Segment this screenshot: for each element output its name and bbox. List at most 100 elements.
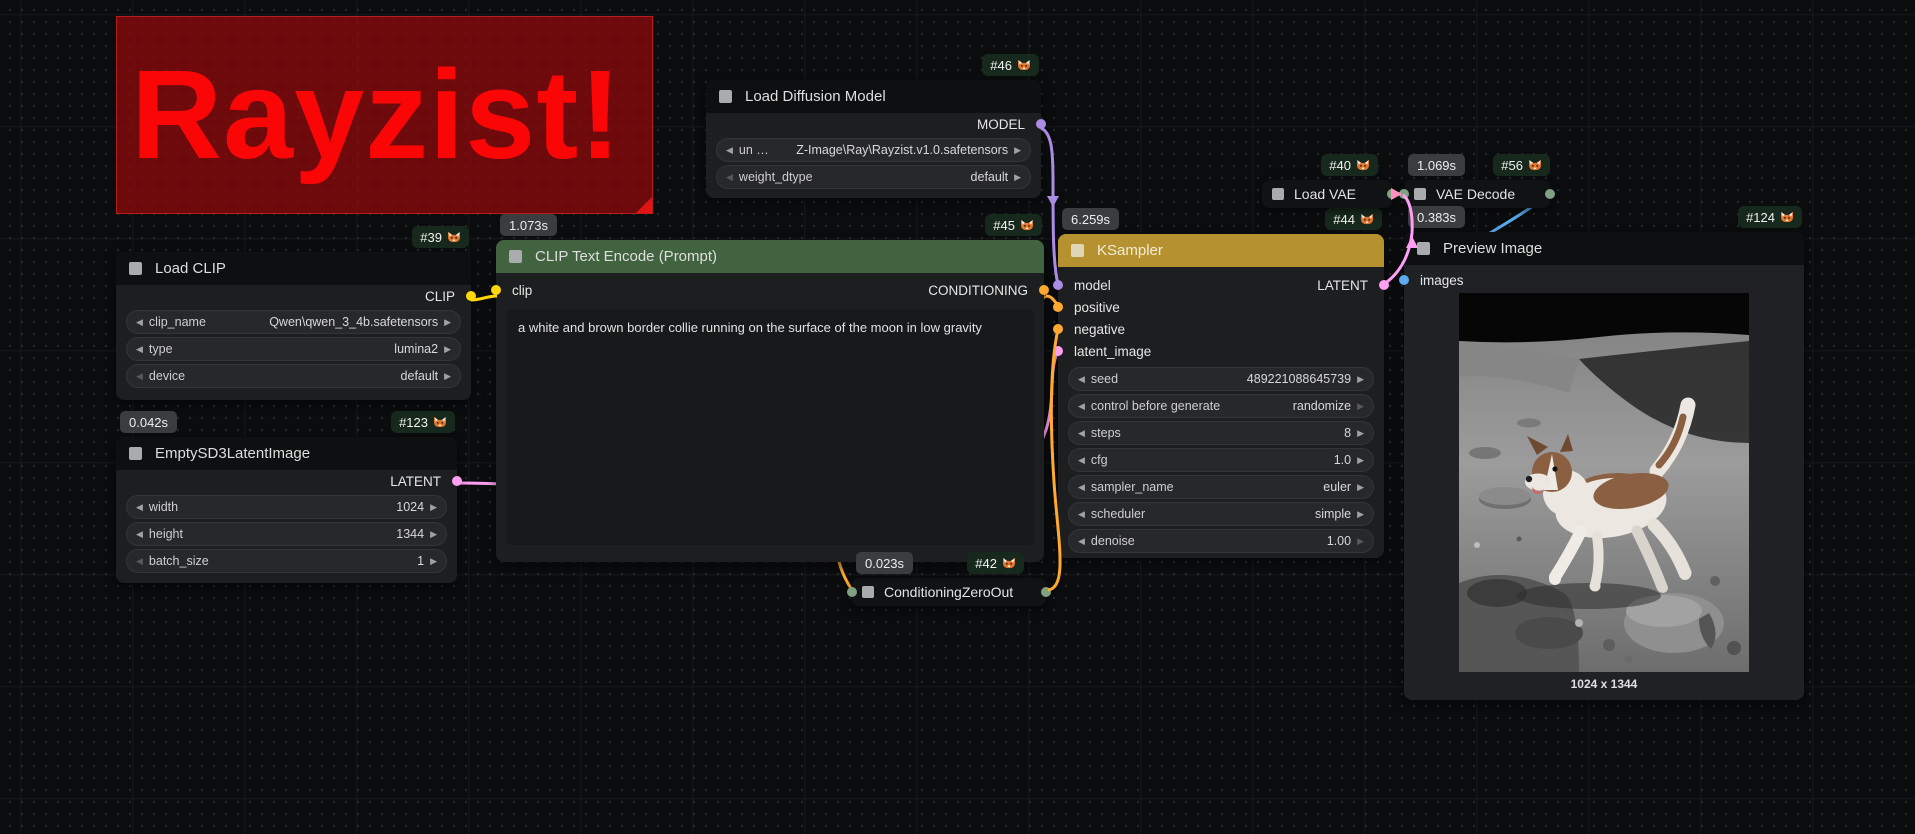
widget-weight-dtype[interactable]: ◀ weight_dtype default ▶ <box>716 165 1031 189</box>
widget-type[interactable]: ◀ type lumina2 ▶ <box>126 337 461 361</box>
preview-image-content[interactable] <box>1459 293 1749 672</box>
port-row: clip CONDITIONING <box>491 279 1049 301</box>
group-box-rayzist[interactable]: Rayzist! <box>116 16 653 214</box>
increment-arrow-icon[interactable]: ▶ <box>1357 400 1364 411</box>
node-empty-sd3-latent-image[interactable]: 0.042s #123 EmptySD3LatentImage LATENT ◀… <box>116 411 462 583</box>
collapse-toggle-icon[interactable] <box>129 447 142 460</box>
output-label: CONDITIONING <box>928 282 1028 298</box>
clip-output-port[interactable] <box>466 291 476 301</box>
decrement-arrow-icon[interactable]: ◀ <box>136 370 143 381</box>
decrement-arrow-icon[interactable]: ◀ <box>1078 400 1085 411</box>
widget-denoise[interactable]: ◀ denoise 1.00 ▶ <box>1068 529 1374 553</box>
increment-arrow-icon[interactable]: ▶ <box>1357 373 1364 384</box>
collapse-toggle-icon[interactable] <box>1414 188 1426 200</box>
widget-unet-name[interactable]: ◀ un … Z-Image\Ray\Rayzist.v1.0.safetens… <box>716 138 1031 162</box>
widget-height[interactable]: ◀ height 1344 ▶ <box>126 522 447 546</box>
latent-image-input-port[interactable] <box>1053 346 1063 356</box>
negative-input-port[interactable] <box>1053 324 1063 334</box>
increment-arrow-icon[interactable]: ▶ <box>444 370 451 381</box>
decrement-arrow-icon[interactable]: ◀ <box>1078 535 1085 546</box>
decrement-arrow-icon[interactable]: ◀ <box>1078 373 1085 384</box>
input-label: negative <box>1074 321 1126 337</box>
decrement-arrow-icon[interactable]: ◀ <box>1078 454 1085 465</box>
positive-input-port[interactable] <box>1053 302 1063 312</box>
node-title-bar[interactable]: Preview Image <box>1404 232 1804 265</box>
increment-arrow-icon[interactable]: ▶ <box>444 316 451 327</box>
input-label: latent_image <box>1074 343 1152 359</box>
increment-arrow-icon[interactable]: ▶ <box>1357 508 1364 519</box>
node-id-text: #39 <box>420 229 442 245</box>
node-title-bar[interactable]: Load CLIP <box>116 252 471 285</box>
decrement-arrow-icon[interactable]: ◀ <box>136 316 143 327</box>
node-ksampler[interactable]: 6.259s #44 KSampler model LATENT positiv… <box>1053 208 1389 558</box>
widget-clip-name[interactable]: ◀ clip_name Qwen\qwen_3_4b.safetensors ▶ <box>126 310 461 334</box>
widget-batch-size[interactable]: ◀ batch_size 1 ▶ <box>126 549 447 573</box>
increment-arrow-icon[interactable]: ▶ <box>430 555 437 566</box>
model-input-port[interactable] <box>1053 280 1063 290</box>
decrement-arrow-icon[interactable]: ◀ <box>726 144 733 155</box>
node-vae-decode[interactable]: 1.069s #56 VAE Decode <box>1399 154 1555 208</box>
clip-input-port[interactable] <box>491 285 501 295</box>
node-id-badge: #40 <box>1321 154 1378 176</box>
widget-control-before-generate[interactable]: ◀ control before generate randomize ▶ <box>1068 394 1374 418</box>
collapse-toggle-icon[interactable] <box>509 250 522 263</box>
conditioning-output-port[interactable] <box>1039 285 1049 295</box>
prompt-textarea[interactable]: a white and brown border collie running … <box>506 309 1034 545</box>
increment-arrow-icon[interactable]: ▶ <box>1357 454 1364 465</box>
node-title-bar[interactable]: CLIP Text Encode (Prompt) <box>496 240 1044 273</box>
increment-arrow-icon[interactable]: ▶ <box>444 343 451 354</box>
widget-label: control before generate <box>1090 399 1221 413</box>
increment-arrow-icon[interactable]: ▶ <box>1357 481 1364 492</box>
node-title-bar[interactable]: KSampler <box>1058 234 1384 267</box>
decrement-arrow-icon[interactable]: ◀ <box>1078 427 1085 438</box>
node-load-diffusion-model[interactable]: #46 Load Diffusion Model MODEL ◀ un … Z-… <box>706 54 1046 198</box>
decrement-arrow-icon[interactable]: ◀ <box>726 171 733 182</box>
collapse-toggle-icon[interactable] <box>1417 242 1430 255</box>
collapse-toggle-icon[interactable] <box>129 262 142 275</box>
latent-output-port[interactable] <box>1379 280 1389 290</box>
node-preview-image[interactable]: 0.383s #124 Preview Image images <box>1399 206 1804 700</box>
conditioning-input-port[interactable] <box>847 587 857 597</box>
node-load-clip[interactable]: #39 Load CLIP CLIP ◀ clip_name Qwen\qwen… <box>116 226 476 400</box>
node-title: EmptySD3LatentImage <box>155 445 311 462</box>
vae-output-port[interactable] <box>1387 189 1397 199</box>
widget-cfg[interactable]: ◀ cfg 1.0 ▶ <box>1068 448 1374 472</box>
conditioning-output-port[interactable] <box>1041 587 1051 597</box>
increment-arrow-icon[interactable]: ▶ <box>430 501 437 512</box>
node-clip-text-encode[interactable]: 1.073s #45 CLIP Text Encode (Prompt) cli… <box>491 214 1049 562</box>
image-dimensions-label: 1024 x 1344 <box>1570 677 1638 691</box>
widget-scheduler[interactable]: ◀ scheduler simple ▶ <box>1068 502 1374 526</box>
decrement-arrow-icon[interactable]: ◀ <box>136 343 143 354</box>
widget-steps[interactable]: ◀ steps 8 ▶ <box>1068 421 1374 445</box>
widget-seed[interactable]: ◀ seed 489221088645739 ▶ <box>1068 367 1374 391</box>
widget-sampler-name[interactable]: ◀ sampler_name euler ▶ <box>1068 475 1374 499</box>
collapse-toggle-icon[interactable] <box>1071 244 1084 257</box>
decrement-arrow-icon[interactable]: ◀ <box>136 501 143 512</box>
decrement-arrow-icon[interactable]: ◀ <box>1078 508 1085 519</box>
node-title-bar[interactable]: Load Diffusion Model <box>706 80 1041 113</box>
increment-arrow-icon[interactable]: ▶ <box>1357 535 1364 546</box>
widget-device[interactable]: ◀ device default ▶ <box>126 364 461 388</box>
image-output-port[interactable] <box>1545 189 1555 199</box>
collapse-toggle-icon[interactable] <box>1272 188 1284 200</box>
node-load-vae[interactable]: #40 Load VAE <box>1262 154 1397 208</box>
increment-arrow-icon[interactable]: ▶ <box>1014 171 1021 182</box>
increment-arrow-icon[interactable]: ▶ <box>430 528 437 539</box>
decrement-arrow-icon[interactable]: ◀ <box>136 528 143 539</box>
group-resize-handle[interactable] <box>636 197 652 213</box>
increment-arrow-icon[interactable]: ▶ <box>1357 427 1364 438</box>
model-output-port[interactable] <box>1036 119 1046 129</box>
node-title-bar[interactable]: EmptySD3LatentImage <box>116 437 457 470</box>
images-input-port[interactable] <box>1399 275 1409 285</box>
widget-width[interactable]: ◀ width 1024 ▶ <box>126 495 447 519</box>
latent-output-port[interactable] <box>452 476 462 486</box>
node-conditioning-zero-out[interactable]: 0.023s #42 ConditioningZeroOut <box>847 552 1051 606</box>
collapse-toggle-icon[interactable] <box>719 90 732 103</box>
increment-arrow-icon[interactable]: ▶ <box>1014 144 1021 155</box>
collapse-toggle-icon[interactable] <box>862 586 874 598</box>
samples-vae-input-port[interactable] <box>1399 189 1409 199</box>
decrement-arrow-icon[interactable]: ◀ <box>1078 481 1085 492</box>
execution-time-badge: 0.383s <box>1408 206 1466 228</box>
decrement-arrow-icon[interactable]: ◀ <box>136 555 143 566</box>
